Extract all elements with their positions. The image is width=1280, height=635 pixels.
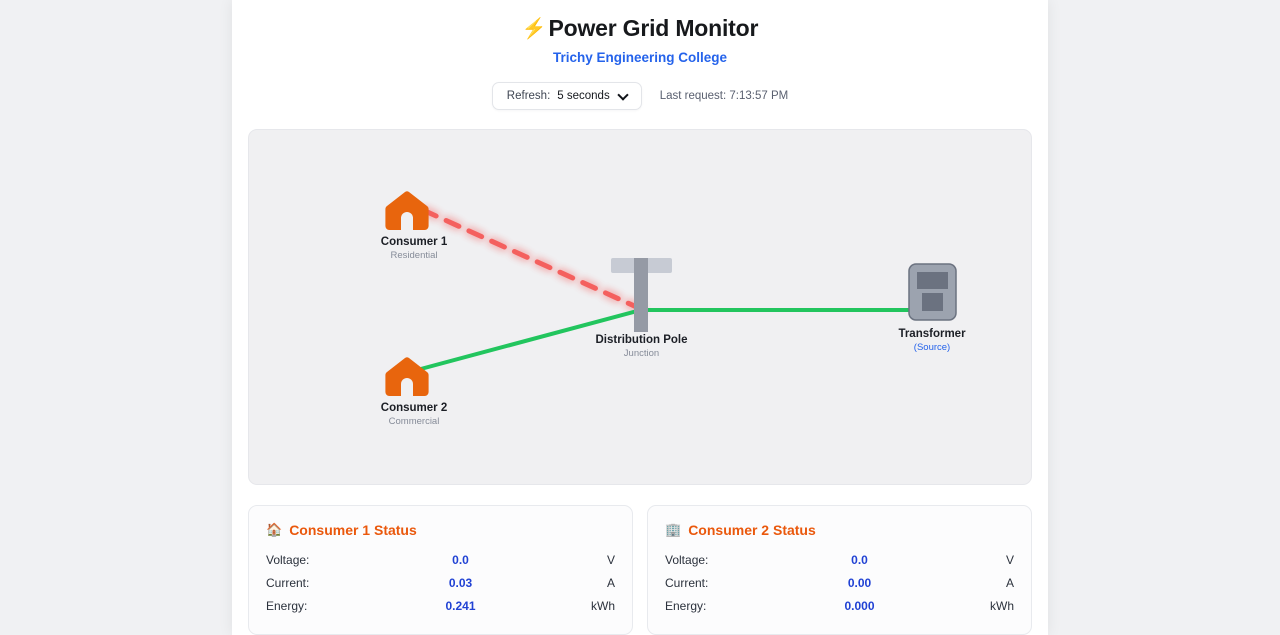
voltage-unit: V xyxy=(1005,553,1014,567)
node-pole-label: Distribution Pole xyxy=(595,334,688,346)
page-subtitle: Trichy Engineering College xyxy=(552,50,728,65)
energy-unit: kWh xyxy=(591,599,615,613)
grid-diagram-panel: Consumer 1 Residential Consumer 2 Commer… xyxy=(248,129,1032,485)
voltage-unit: V xyxy=(606,553,615,567)
bolt-icon: ⚡ xyxy=(521,18,547,40)
metric-row: Energy: 0.000 kWh xyxy=(665,595,1014,618)
node-consumer2[interactable]: Consumer 2 Commercial xyxy=(359,401,469,428)
consumer2-status-card: 🏢 Consumer 2 Status Voltage: 0.0 V Curre… xyxy=(647,505,1032,635)
metric-row: Current: 0.00 A xyxy=(665,572,1014,595)
node-transformer[interactable]: Transformer (Source) xyxy=(877,327,987,354)
consumer2-card-title: 🏢 Consumer 2 Status xyxy=(665,521,1014,539)
node-consumer1-label: Consumer 1 xyxy=(380,236,448,248)
metric-row: Voltage: 0.0 V xyxy=(266,549,615,572)
last-request-status: Last request: 7:13:57 PM xyxy=(659,90,789,102)
energy-label: Energy: xyxy=(266,599,308,613)
consumer1-status-card: 🏠 Consumer 1 Status Voltage: 0.0 V Curre… xyxy=(248,505,633,635)
refresh-interval-select[interactable]: 5 seconds xyxy=(557,90,627,102)
voltage-value: 0.0 xyxy=(851,553,868,567)
current-unit: A xyxy=(606,576,615,590)
node-distribution-pole[interactable]: Distribution Pole Junction xyxy=(569,333,714,360)
current-label: Current: xyxy=(665,576,709,590)
metric-row: Energy: 0.241 kWh xyxy=(266,595,615,618)
node-consumer2-sublabel: Commercial xyxy=(388,416,440,427)
current-value: 0.00 xyxy=(847,576,872,590)
consumer1-card-title-text: Consumer 1 Status xyxy=(289,522,417,538)
grid-diagram-svg xyxy=(385,191,957,396)
metric-row: Current: 0.03 A xyxy=(266,572,615,595)
current-unit: A xyxy=(1005,576,1014,590)
controls-row: Refresh: 5 seconds Last request: 7:13:57… xyxy=(232,82,1048,110)
energy-value: 0.241 xyxy=(445,599,476,613)
page-header: ⚡Power Grid Monitor Trichy Engineering C… xyxy=(232,0,1048,67)
energy-label: Energy: xyxy=(665,599,707,613)
status-cards-row: 🏠 Consumer 1 Status Voltage: 0.0 V Curre… xyxy=(248,505,1032,635)
voltage-value: 0.0 xyxy=(452,553,469,567)
voltage-label: Voltage: xyxy=(665,553,709,567)
voltage-label: Voltage: xyxy=(266,553,310,567)
refresh-label: Refresh: xyxy=(506,90,551,102)
node-transformer-label: Transformer xyxy=(898,328,966,340)
page-container: ⚡Power Grid Monitor Trichy Engineering C… xyxy=(232,0,1048,635)
transformer-icon xyxy=(908,263,957,321)
house-emoji-icon: 🏠 xyxy=(266,522,283,537)
link-pole-consumer1 xyxy=(420,207,644,312)
node-consumer1-sublabel: Residential xyxy=(390,250,438,261)
node-consumer1[interactable]: Consumer 1 Residential xyxy=(359,235,469,262)
page-title-text: Power Grid Monitor xyxy=(548,15,759,41)
energy-unit: kWh xyxy=(990,599,1014,613)
chevron-down-icon xyxy=(619,90,628,99)
house-icon xyxy=(385,191,429,230)
energy-value: 0.000 xyxy=(844,599,875,613)
current-label: Current: xyxy=(266,576,310,590)
utility-pole-icon xyxy=(611,258,672,332)
consumer1-card-title: 🏠 Consumer 1 Status xyxy=(266,521,615,539)
house-icon xyxy=(385,357,429,396)
consumer2-card-title-text: Consumer 2 Status xyxy=(688,522,816,538)
link-pole-consumer2 xyxy=(415,308,643,372)
page-title: ⚡Power Grid Monitor xyxy=(232,14,1048,44)
refresh-control[interactable]: Refresh: 5 seconds xyxy=(491,82,642,110)
metric-row: Voltage: 0.0 V xyxy=(665,549,1014,572)
node-pole-sublabel: Junction xyxy=(623,348,660,359)
refresh-interval-value: 5 seconds xyxy=(557,90,610,102)
node-transformer-sublabel: (Source) xyxy=(913,342,951,353)
office-building-emoji-icon: 🏢 xyxy=(665,522,682,537)
node-consumer2-label: Consumer 2 xyxy=(380,402,448,414)
current-value: 0.03 xyxy=(448,576,473,590)
